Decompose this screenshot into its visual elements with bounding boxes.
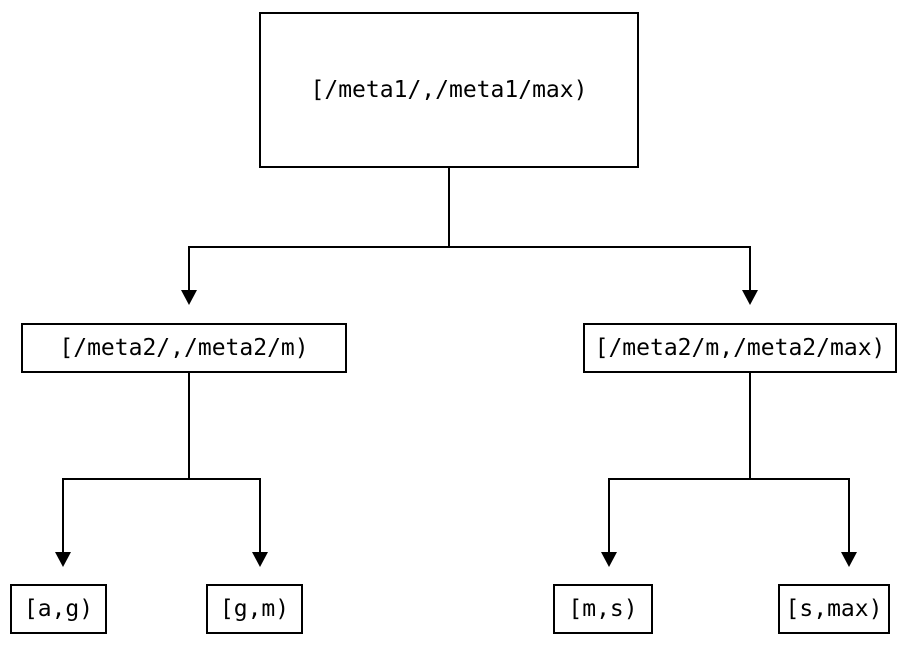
node-leaf-4-label: [s,max) xyxy=(785,595,883,622)
node-leaf-2[interactable]: [g,m) xyxy=(206,584,303,634)
edge-midleft-to-leaf1-line xyxy=(62,478,64,552)
node-mid-right[interactable]: [/meta2/m,/meta2/max) xyxy=(583,323,897,373)
edge-midleft-to-leaf1-arrow xyxy=(55,552,71,567)
edge-midright-to-leaf4-line xyxy=(848,478,850,552)
edge-midleft-stem xyxy=(188,373,190,479)
node-leaf-1[interactable]: [a,g) xyxy=(10,584,107,634)
edge-midright-stem xyxy=(749,373,751,479)
node-mid-left-label: [/meta2/,/meta2/m) xyxy=(59,334,309,361)
edge-root-to-midright-arrow xyxy=(742,290,758,305)
node-leaf-3-label: [m,s) xyxy=(568,595,638,622)
node-root-label: [/meta1/,/meta1/max) xyxy=(310,76,588,103)
edge-midright-bar xyxy=(609,478,850,480)
node-mid-left[interactable]: [/meta2/,/meta2/m) xyxy=(21,323,347,373)
edge-midright-to-leaf3-arrow xyxy=(601,552,617,567)
edge-root-to-midleft-line xyxy=(188,246,190,290)
node-mid-right-label: [/meta2/m,/meta2/max) xyxy=(594,334,886,361)
edge-root-stem xyxy=(448,168,450,247)
node-leaf-4[interactable]: [s,max) xyxy=(778,584,890,634)
edge-root-to-midright-line xyxy=(749,246,751,290)
edge-root-to-midleft-arrow xyxy=(181,290,197,305)
edge-midleft-bar xyxy=(63,478,261,480)
edge-midright-to-leaf4-arrow xyxy=(841,552,857,567)
edge-midright-to-leaf3-line xyxy=(608,478,610,552)
edge-midleft-to-leaf2-line xyxy=(259,478,261,552)
node-leaf-3[interactable]: [m,s) xyxy=(553,584,653,634)
node-leaf-1-label: [a,g) xyxy=(23,595,94,622)
edge-root-bar xyxy=(189,246,751,248)
node-leaf-2-label: [g,m) xyxy=(219,595,290,622)
edge-midleft-to-leaf2-arrow xyxy=(252,552,268,567)
node-root[interactable]: [/meta1/,/meta1/max) xyxy=(259,12,639,168)
